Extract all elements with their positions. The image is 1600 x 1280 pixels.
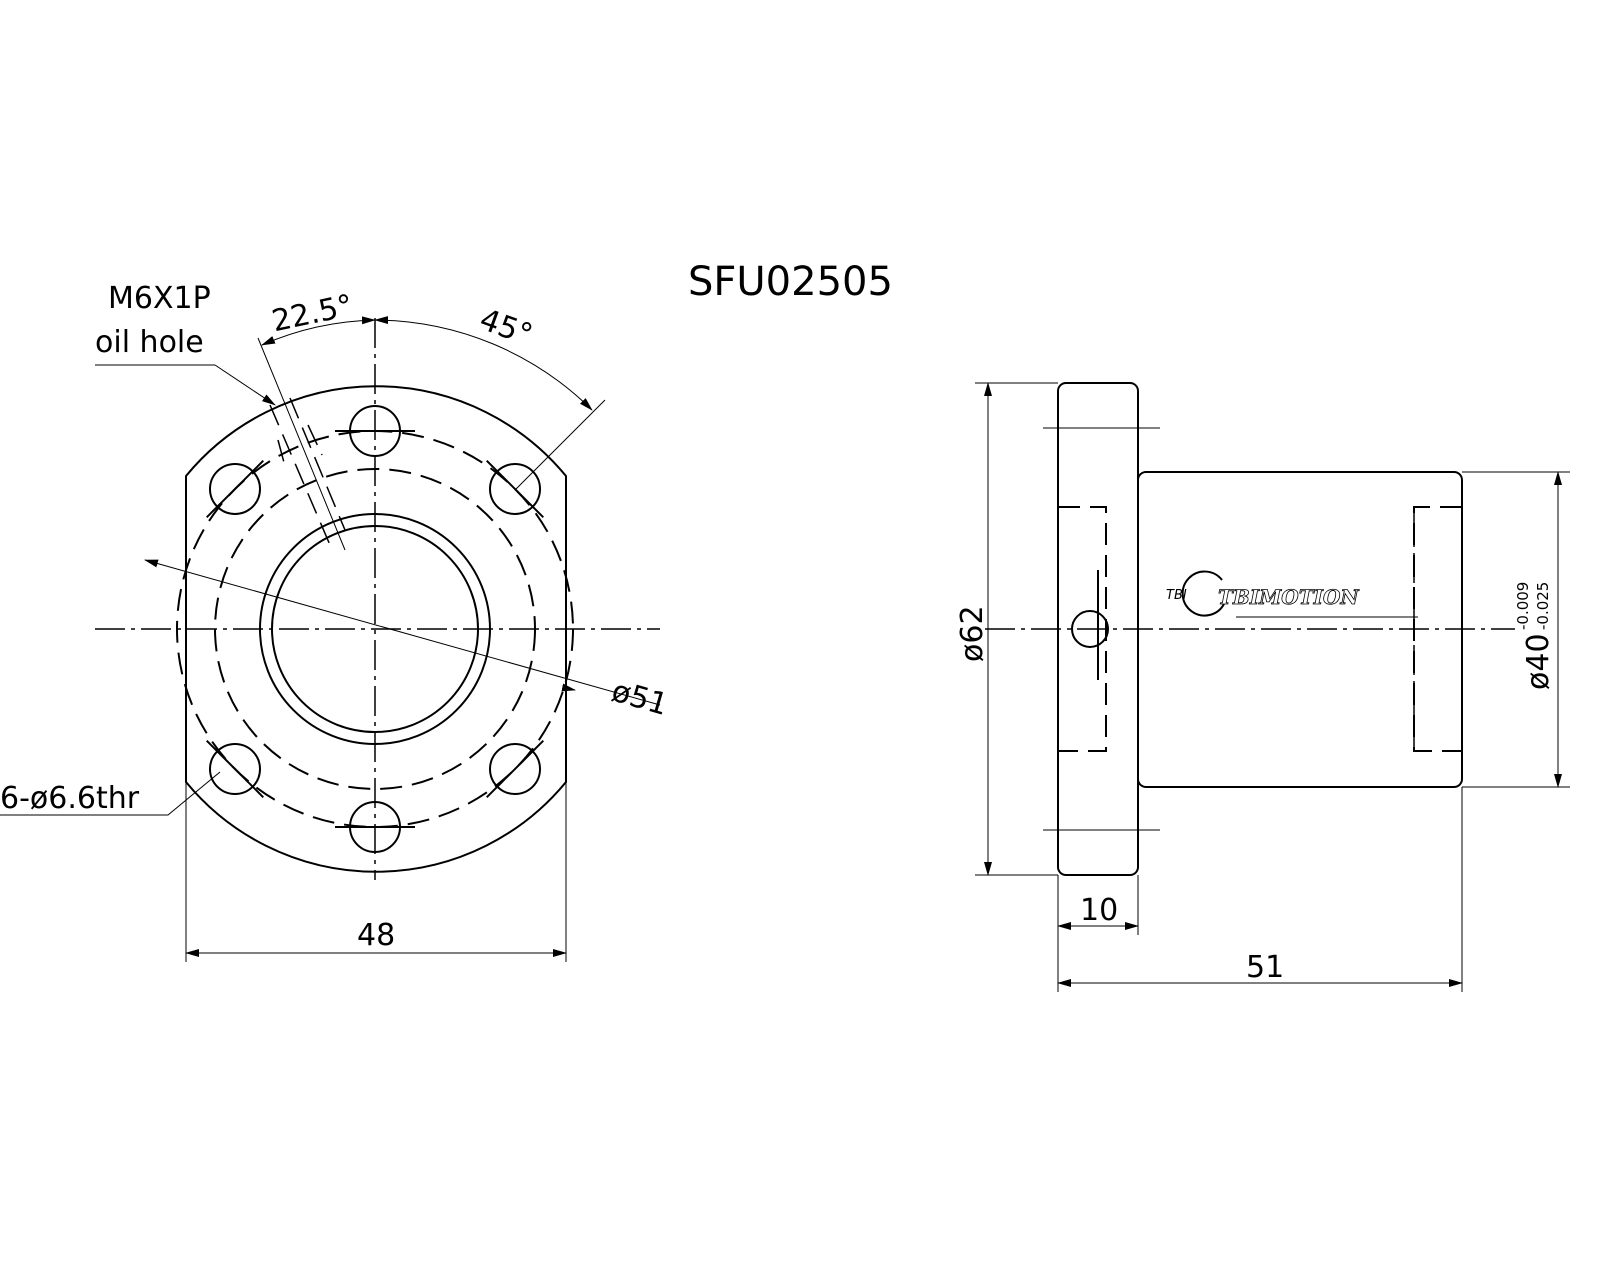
oil-hole bbox=[95, 337, 346, 551]
bolt-hole bbox=[208, 462, 261, 515]
angle-label-22-5: 22.5° bbox=[269, 288, 356, 339]
bolt-circle-dim: ø51 bbox=[608, 674, 672, 723]
bolt-hole-centerline bbox=[486, 740, 544, 798]
mounting-holes bbox=[206, 405, 544, 853]
oil-hole-circle bbox=[1071, 610, 1109, 648]
holes-spec: 6-ø6.6thr bbox=[0, 781, 140, 816]
angle-dim-45 bbox=[374, 316, 593, 411]
holes-leader bbox=[0, 771, 221, 816]
drawing-title: SFU02505 bbox=[688, 259, 893, 305]
tolerance-lower: -0.025 bbox=[1534, 582, 1552, 630]
bolt-hole bbox=[489, 743, 542, 796]
tolerance-upper: -0.009 bbox=[1514, 582, 1532, 630]
bolt-hole-centerline bbox=[486, 460, 544, 518]
length-dim: 51 bbox=[1246, 950, 1284, 985]
oil-hole-spec: M6X1P bbox=[108, 281, 211, 316]
oil-hole-label: oil hole bbox=[95, 325, 204, 360]
front-view: 22.5° 45° M6X1P oil hole ø51 6-ø6.6thr 4… bbox=[0, 281, 672, 962]
flange-diameter-dim: ø62 bbox=[955, 605, 990, 662]
tbimotion-logo: TBI TBIMOTION bbox=[1166, 570, 1418, 618]
angle-label-45: 45° bbox=[475, 302, 537, 353]
bolt-hole bbox=[489, 462, 542, 515]
logo-mark: TBI bbox=[1166, 588, 1187, 603]
bolt-hole bbox=[208, 743, 261, 796]
side-view: TBI TBIMOTION ø62 ø40 -0.009 -0.025 10 5… bbox=[955, 382, 1570, 992]
angle-dim-22-5 bbox=[261, 316, 376, 346]
bolt-hole-centerline bbox=[206, 740, 264, 798]
flange-thickness-dim: 10 bbox=[1080, 893, 1118, 928]
logo-text: TBIMOTION bbox=[1218, 585, 1359, 609]
body-diameter-dim: ø40 bbox=[1521, 633, 1556, 690]
width-label: 48 bbox=[357, 918, 395, 953]
bolt-hole-centerline bbox=[206, 460, 264, 518]
